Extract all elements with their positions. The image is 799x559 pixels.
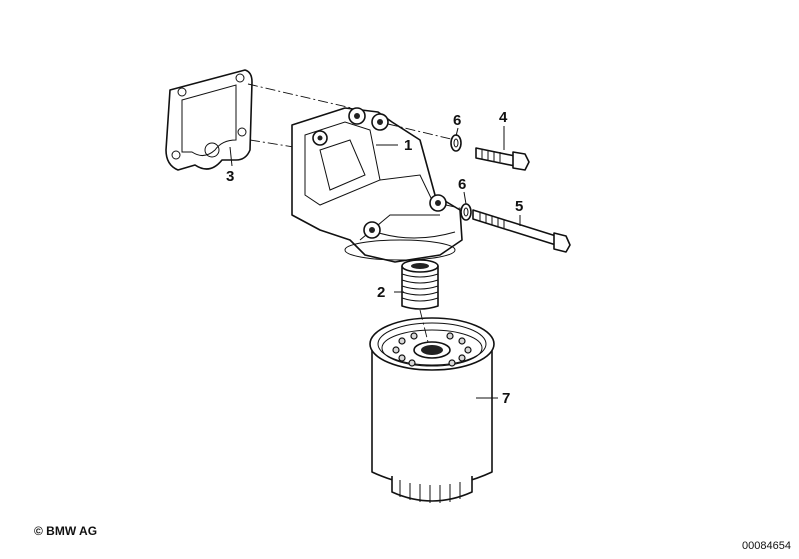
callout-6-lower: 6 [458,176,466,193]
callout-3: 3 [226,168,234,185]
callout-1: 1 [404,137,412,154]
copyright-text: © BMW AG [34,524,98,538]
nipple-part-2[interactable] [401,259,439,310]
oil-filter-part-7[interactable] [369,317,495,503]
callout-5: 5 [515,198,523,215]
bolt-part-4[interactable] [475,147,530,171]
callout-4: 4 [499,109,508,126]
washer-part-6-upper[interactable] [450,134,462,152]
washer-part-6-lower[interactable] [460,203,472,221]
callout-leaders [229,126,521,399]
callout-7: 7 [502,390,510,407]
callout-2: 2 [377,284,385,301]
filter-holes [392,332,472,367]
callout-6-upper: 6 [453,112,461,129]
bolt-part-5[interactable] [472,209,571,253]
filter-head-part-1[interactable] [291,107,463,263]
document-number: 00084654 [742,540,791,552]
gasket-part-3[interactable] [165,69,253,171]
